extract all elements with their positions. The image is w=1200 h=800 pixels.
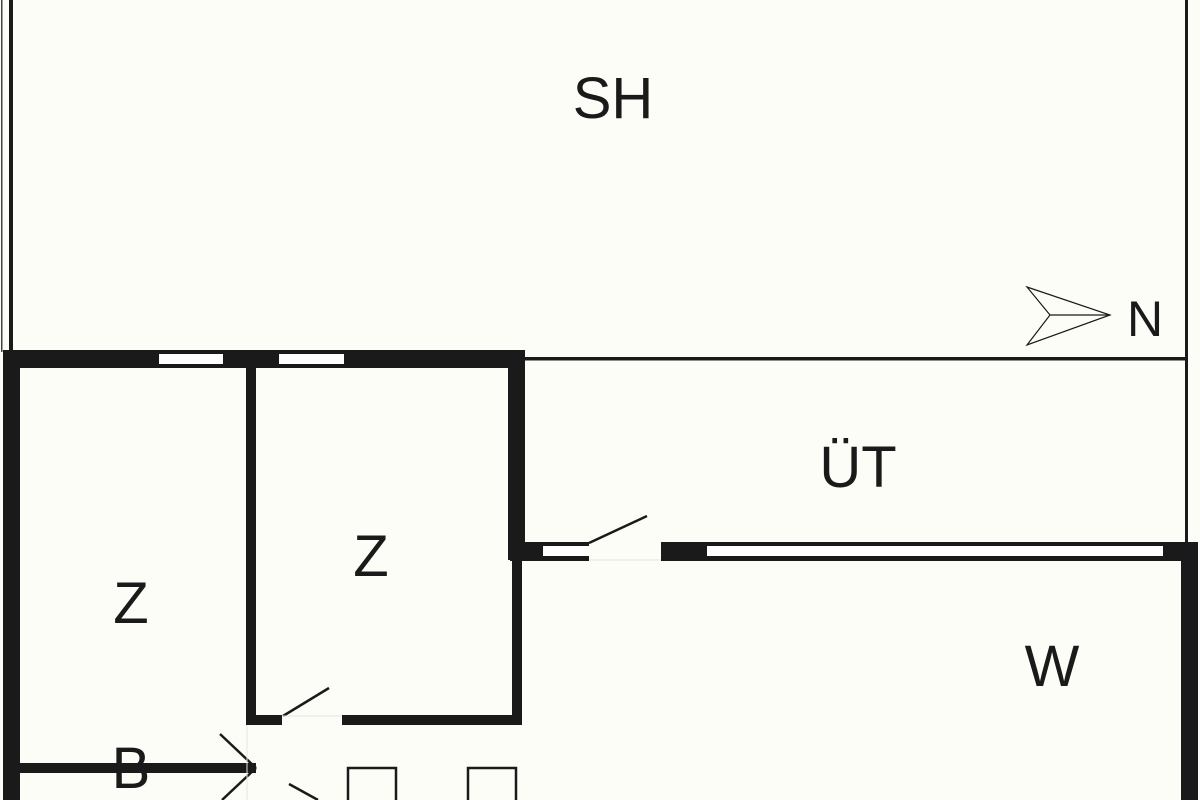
room-label-z1: Z — [113, 571, 148, 636]
window — [159, 354, 223, 364]
wall-left — [3, 350, 20, 800]
room-label-z2: Z — [353, 524, 388, 589]
fixture-square — [466, 766, 518, 800]
outer-wall-right-thin — [1185, 0, 1188, 545]
door-swing-b — [221, 767, 257, 800]
door-openings — [246, 559, 661, 800]
outer-wall-left-thin — [9, 0, 13, 352]
window — [707, 546, 1163, 556]
wall-top-z — [3, 350, 525, 368]
room-labels: SH ÜT Z Z W B — [112, 66, 1080, 800]
wall-z2-bottom-left — [246, 715, 282, 725]
door-swing-hall — [288, 782, 319, 800]
north-arrow: N — [1025, 285, 1163, 347]
fixtures — [346, 766, 518, 800]
wall-ut-top — [525, 357, 1187, 361]
door-swing-ut — [588, 514, 648, 545]
north-label: N — [1127, 291, 1163, 347]
door-swing-z1 — [219, 733, 257, 769]
door-swing-z2 — [282, 686, 330, 718]
wall-z2-right-lower — [512, 555, 522, 725]
outer-line-left — [1, 0, 3, 352]
windows — [159, 354, 1163, 556]
room-label-ut: ÜT — [819, 435, 896, 500]
room-label-w: W — [1025, 634, 1080, 699]
wall-partition-z — [246, 368, 256, 724]
wall-hall — [20, 763, 256, 773]
wall-z2-bottom-right — [342, 715, 522, 725]
wall-z2-right-upper — [508, 350, 525, 560]
room-label-sh: SH — [573, 66, 654, 131]
north-arrow-icon — [1025, 285, 1112, 347]
wall-right-lower — [1181, 542, 1198, 800]
window — [543, 546, 589, 556]
doors — [219, 514, 648, 800]
fixture-square — [346, 766, 398, 800]
window — [279, 354, 344, 364]
